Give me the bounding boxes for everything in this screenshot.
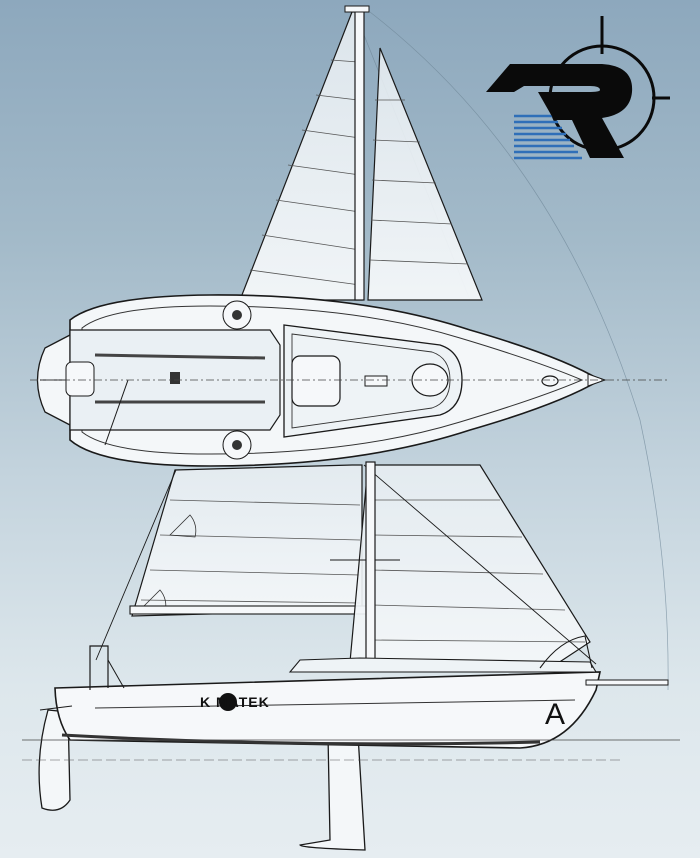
lower-sails (95, 464, 597, 666)
mast-lower (365, 461, 376, 665)
hull-name-text: K MATEK (200, 694, 270, 710)
logo-stripes (514, 114, 582, 160)
logo-letter: R (484, 16, 485, 17)
brand-logo: R (484, 16, 670, 160)
deck-plan (30, 294, 668, 467)
jib-upper (367, 47, 483, 301)
hull-profile: K MATEK A (22, 635, 680, 851)
mast-upper (344, 5, 370, 301)
mainsail (239, 11, 363, 301)
logo-r-shape (486, 64, 633, 158)
class-letter-text: A (545, 698, 565, 731)
